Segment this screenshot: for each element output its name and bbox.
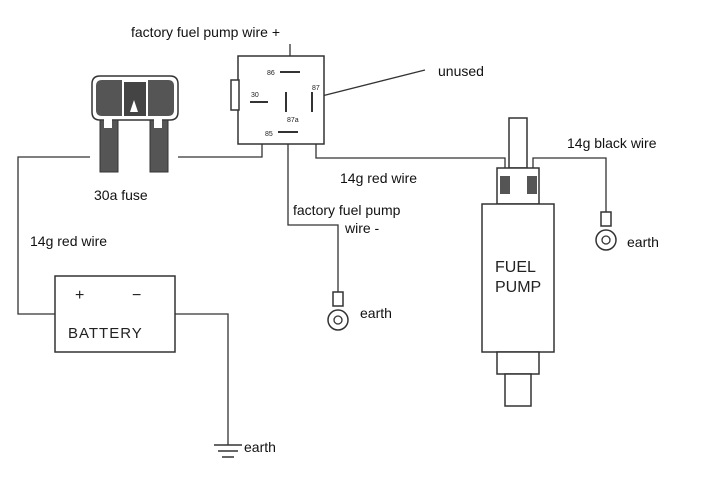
relay-pin-85: 85 [265, 131, 273, 138]
fuse [91, 75, 179, 173]
wires [17, 44, 607, 445]
relay-pin-87: 87 [312, 85, 320, 92]
battery-earth-wire [175, 313, 229, 445]
label-factory-wire-minus-2: wire - [344, 220, 380, 236]
battery-title: BATTERY [68, 325, 143, 342]
label-earth-mid: earth [360, 305, 392, 321]
label-unused: unused [438, 63, 484, 79]
pump-label-pump: PUMP [495, 279, 541, 296]
red-wire-left [17, 156, 90, 315]
fuel-pump: FUEL PUMP [481, 117, 555, 407]
battery-minus: − [132, 287, 141, 304]
label-factory-wire-minus-1: factory fuel pump [293, 202, 401, 218]
earth-terminal-mid [327, 291, 349, 331]
label-red-wire-mid: 14g red wire [340, 170, 417, 186]
relay: 86 30 87 87a 85 [230, 55, 325, 145]
relay-pin-86: 86 [267, 70, 275, 77]
battery: + − BATTERY [54, 275, 176, 353]
pump-label-fuel: FUEL [495, 259, 536, 276]
relay-pin-30: 30 [251, 92, 259, 99]
relay-pin-87a: 87a [287, 117, 299, 124]
earth-terminal-right [595, 211, 617, 251]
label-black-wire: 14g black wire [567, 135, 657, 151]
label-earth-right: earth [627, 234, 659, 250]
label-red-wire-left: 14g red wire [30, 233, 107, 249]
label-earth-bottom: earth [244, 439, 276, 455]
factory-minus-wire [287, 140, 339, 292]
red-wire-mid [315, 140, 506, 170]
black-wire [532, 157, 607, 212]
label-fuse: 30a fuse [94, 187, 148, 203]
label-factory-wire-plus: factory fuel pump wire + [131, 24, 280, 40]
ground-symbol [214, 444, 242, 458]
battery-plus: + [75, 287, 84, 304]
